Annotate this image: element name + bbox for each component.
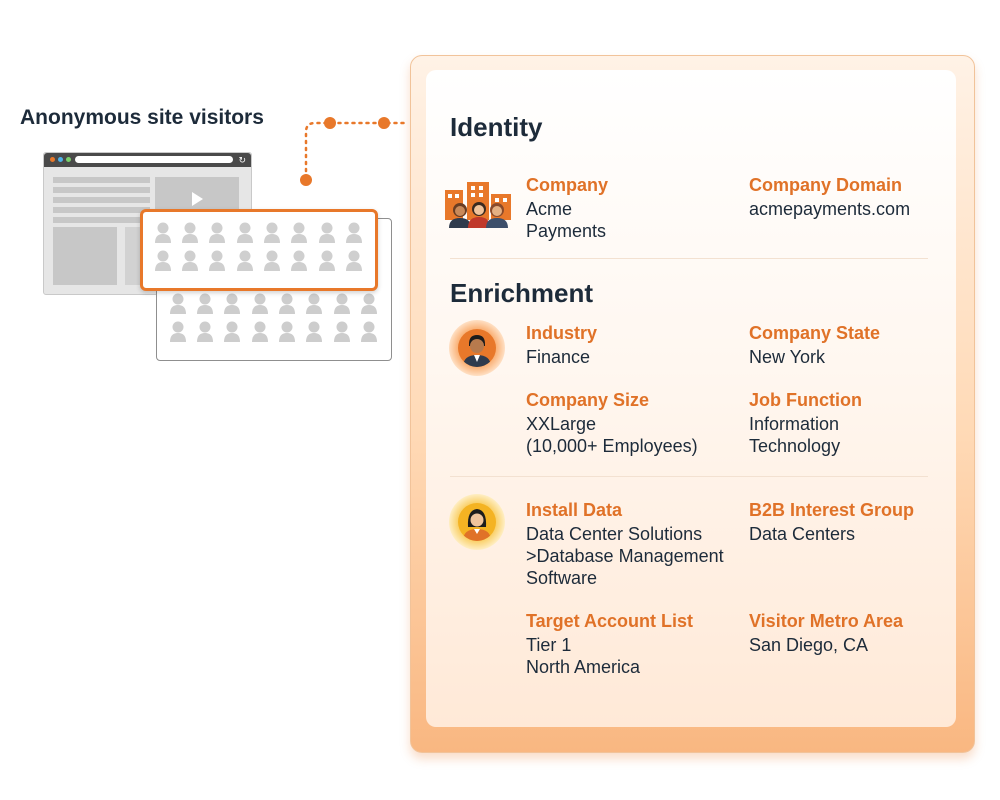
company-domain-label: Company Domain [749, 175, 903, 195]
image-placeholder [53, 227, 117, 285]
text-line [53, 177, 150, 183]
identity-heading: Identity [450, 112, 543, 142]
window-dot [58, 157, 63, 162]
target-account-label: Target Account List [526, 611, 694, 631]
enrichment-heading: Enrichment [450, 278, 594, 308]
text-line [53, 207, 150, 213]
b2b-interest-label: B2B Interest Group [749, 500, 915, 520]
text-line [53, 197, 150, 203]
window-dot [50, 157, 55, 162]
visitor-metro-value: San Diego, CA [749, 635, 869, 655]
connector-dot [378, 117, 390, 129]
section-divider [450, 258, 928, 259]
female-person-badge [449, 494, 505, 550]
job-function-value-line2: Technology [749, 436, 841, 456]
profile-card [426, 70, 956, 727]
install-data-label: Install Data [526, 500, 623, 520]
window-dot [66, 157, 71, 162]
anonymous-visitors-title: Anonymous site visitors [20, 106, 264, 129]
target-account-value: Tier 1 [526, 635, 572, 655]
job-function-label: Job Function [749, 390, 862, 410]
company-state-value: New York [749, 347, 826, 367]
company-people-icon [445, 182, 511, 228]
visitor-metro-label: Visitor Metro Area [749, 611, 904, 631]
play-icon [192, 192, 203, 206]
company-label: Company [526, 175, 609, 195]
male-person-icon [463, 335, 491, 367]
company-domain-value: acmepayments.com [749, 199, 911, 219]
industry-label: Industry [526, 323, 598, 343]
text-line [53, 187, 150, 193]
visitor-silhouettes [155, 222, 362, 271]
refresh-icon: ↻ [238, 155, 246, 165]
male-person-badge [449, 320, 505, 376]
company-size-label: Company Size [526, 390, 650, 410]
text-line [53, 217, 150, 223]
company-state-label: Company State [749, 323, 881, 343]
address-bar [75, 156, 233, 163]
target-account-value-line2: North America [526, 657, 641, 677]
install-data-value-line2: >Database Management [526, 546, 724, 566]
industry-value: Finance [526, 347, 591, 367]
connector-dot [324, 117, 336, 129]
connector-dot [300, 174, 312, 186]
visitor-crowd-highlight [140, 209, 378, 291]
company-size-value: XXLarge [526, 414, 597, 434]
install-data-value: Data Center Solutions [526, 524, 703, 544]
company-value-line2: Payments [526, 221, 607, 241]
female-person-icon [463, 509, 491, 541]
connector-line [300, 117, 410, 186]
section-divider [450, 476, 928, 477]
company-value: Acme [526, 199, 573, 219]
job-function-value: Information [749, 414, 840, 434]
company-size-value-line2: (10,000+ Employees) [526, 436, 698, 456]
install-data-value-line3: Software [526, 568, 598, 588]
b2b-interest-value: Data Centers [749, 524, 856, 544]
browser-toolbar: ↻ [44, 153, 251, 167]
